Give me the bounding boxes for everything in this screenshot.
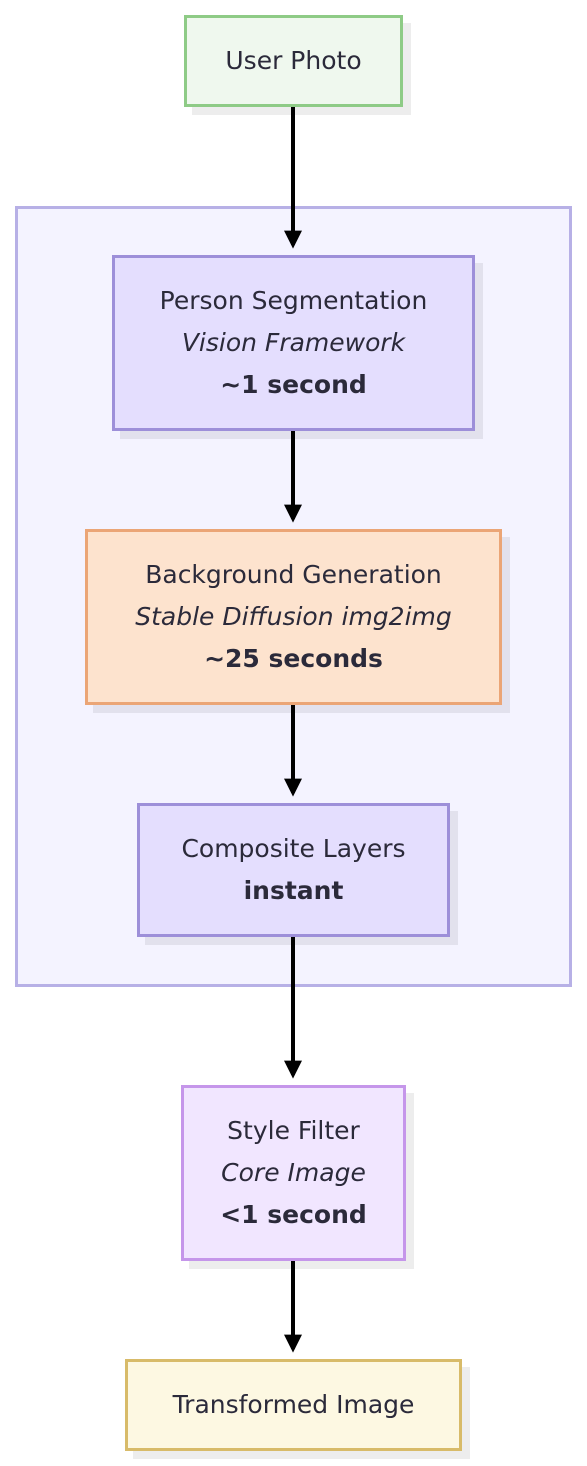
node-background-generation-subtitle: Stable Diffusion img2img (135, 602, 452, 631)
node-composite-layers-time: instant (243, 876, 344, 905)
node-background-generation-title: Background Generation (145, 560, 442, 589)
node-style-filter-time: <1 second (220, 1200, 367, 1229)
node-composite-layers-title: Composite Layers (181, 834, 406, 863)
node-style-filter: Style Filter Core Image <1 second (181, 1085, 406, 1261)
node-style-filter-title: Style Filter (227, 1116, 360, 1145)
node-transformed-image: Transformed Image (125, 1359, 462, 1451)
node-user-photo: User Photo (184, 15, 403, 107)
node-background-generation-time: ~25 seconds (204, 644, 383, 673)
node-person-segmentation-time: ~1 second (220, 370, 367, 399)
node-person-segmentation: Person Segmentation Vision Framework ~1 … (112, 255, 475, 431)
node-background-generation: Background Generation Stable Diffusion i… (85, 529, 502, 705)
node-person-segmentation-title: Person Segmentation (159, 286, 428, 315)
node-person-segmentation-subtitle: Vision Framework (181, 328, 406, 357)
node-user-photo-title: User Photo (225, 46, 362, 75)
node-transformed-image-title: Transformed Image (172, 1390, 415, 1419)
node-composite-layers: Composite Layers instant (137, 803, 450, 937)
node-style-filter-subtitle: Core Image (221, 1158, 366, 1187)
